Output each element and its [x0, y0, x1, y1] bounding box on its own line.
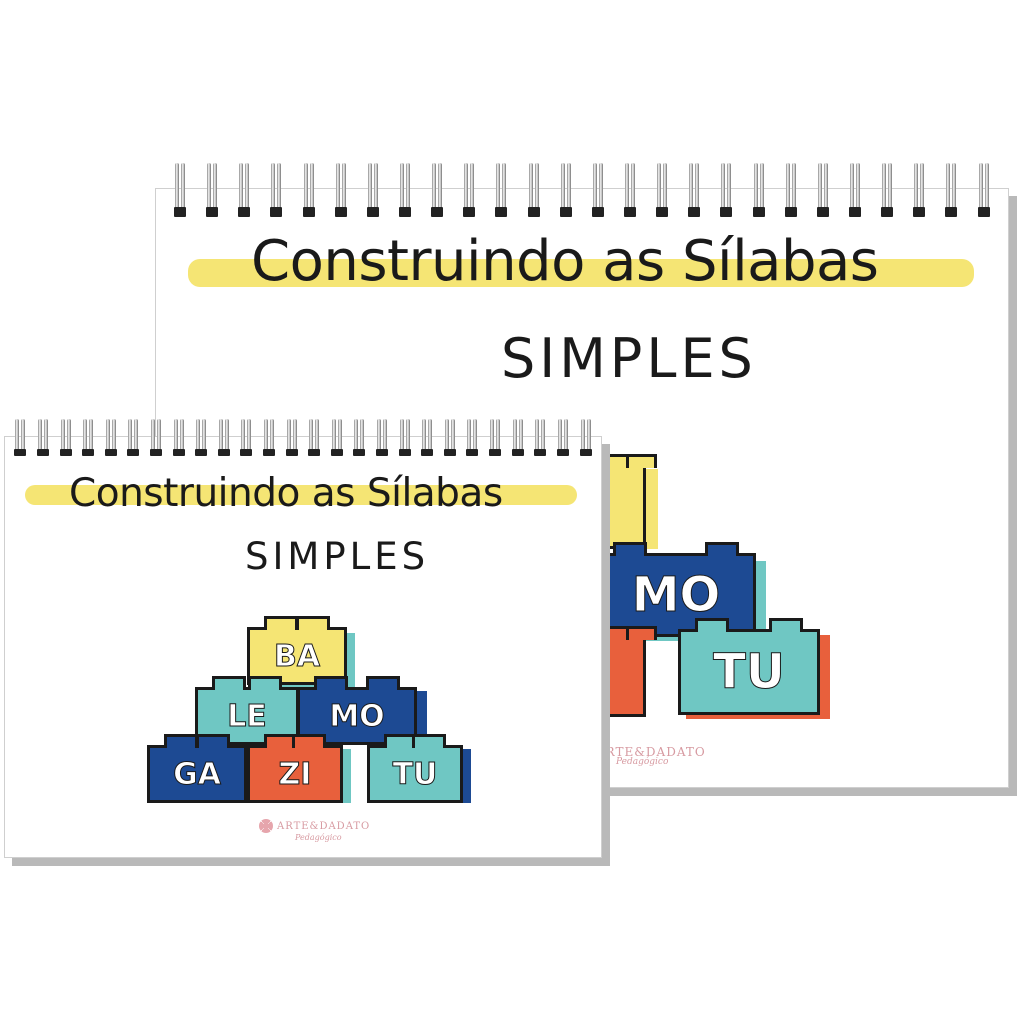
brick-syllable: ZI: [278, 756, 312, 792]
syllable-brick-orange: [595, 626, 657, 717]
syllable-brick-teal: TU: [678, 618, 820, 715]
syllable-brick-tu: TU: [367, 734, 463, 803]
brand-logo-tagline: Pedagógico: [616, 757, 669, 767]
cover-subtitle: SIMPLES: [245, 535, 430, 578]
syllable-brick-ga: GA: [147, 734, 247, 803]
brand-logo-tagline-wrap: Pedagógico: [616, 757, 668, 767]
brand-logo-text: ARTE&DADATO: [596, 745, 706, 759]
flower-logo-icon: [259, 819, 273, 833]
brick-syllable: GA: [173, 756, 222, 792]
spiral-binding: [156, 163, 1008, 217]
syllable-brick-ba: BA: [247, 616, 347, 685]
title-highlight: [188, 259, 974, 287]
brand-logo: ARTE&DADATO: [596, 745, 706, 759]
front-notebook: Construindo as Sílabas SIMPLES BA LE MO …: [4, 419, 602, 858]
title-highlight: [25, 485, 577, 505]
brand-logo-text: ARTE&DADATO: [277, 820, 371, 832]
brand-logo: ARTE&DADATO: [259, 819, 370, 833]
syllable-brick-zi: ZI: [247, 734, 343, 803]
brick-syllable: TU: [713, 644, 786, 701]
cover-title: Construindo as Sílabas: [251, 229, 879, 294]
brand-logo-tagline: Pedagógico: [295, 833, 342, 842]
brand-logo-tagline-wrap: Pedagógico: [295, 833, 342, 842]
brick-syllable: TU: [392, 756, 438, 792]
cover-title: Construindo as Sílabas: [69, 471, 503, 516]
syllable-brick-yellow: [595, 454, 657, 549]
brick-syllable: MO: [631, 567, 721, 624]
brick-syllable: BA: [273, 638, 321, 674]
syllable-brick-navy: MO: [596, 542, 756, 637]
brick-syllable: MO: [329, 698, 385, 734]
brick-syllable: LE: [227, 698, 268, 734]
cover-subtitle: SIMPLES: [501, 327, 757, 390]
